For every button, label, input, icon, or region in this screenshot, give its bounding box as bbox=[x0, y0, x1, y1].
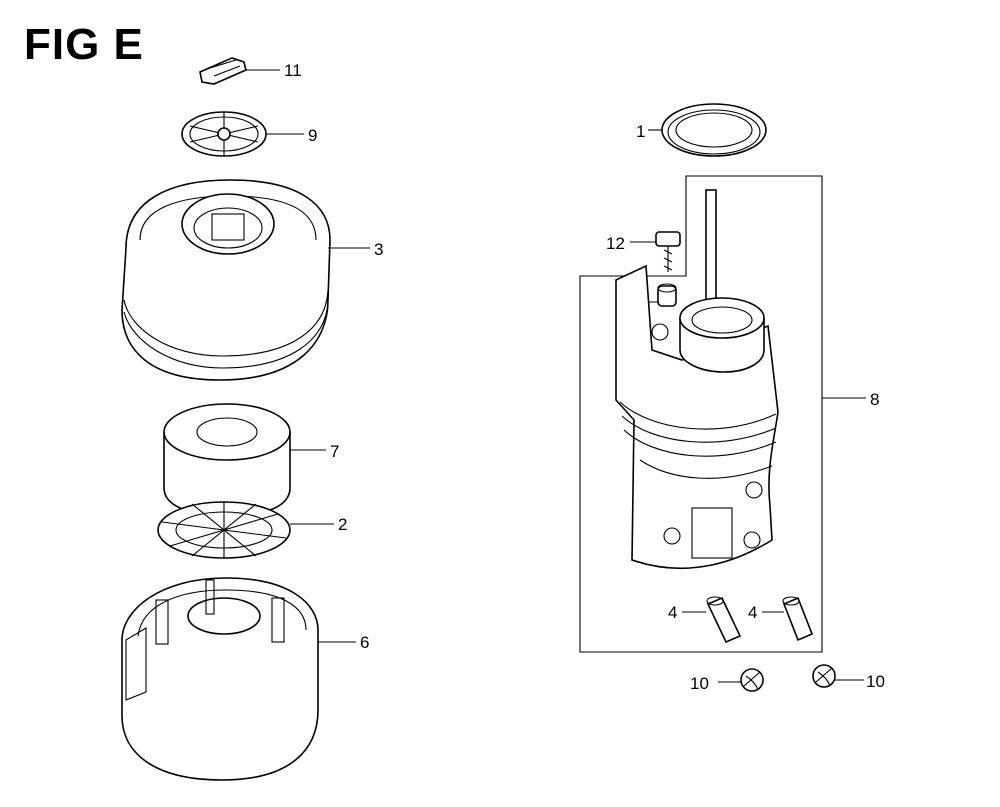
part-4-tube-left: 4 bbox=[668, 596, 742, 644]
callout-8: 8 bbox=[870, 390, 879, 409]
part-12-bolt: 12 bbox=[606, 231, 681, 272]
callout-3: 3 bbox=[374, 240, 383, 259]
callout-7: 7 bbox=[330, 442, 339, 461]
part-11-clip: 11 bbox=[199, 57, 302, 85]
callout-1: 1 bbox=[636, 122, 645, 141]
part-4-tube-right: 4 bbox=[748, 596, 814, 642]
part-10-clip-left: 10 bbox=[690, 668, 764, 693]
part-6-case: 6 bbox=[121, 577, 369, 781]
callout-10b: 10 bbox=[866, 672, 885, 691]
callout-11: 11 bbox=[284, 61, 302, 80]
callout-9: 9 bbox=[308, 126, 317, 145]
part-1-gasket: 1 bbox=[636, 103, 767, 157]
part-8-bracket: 8 bbox=[579, 175, 879, 653]
part-7-element: 7 bbox=[163, 403, 339, 517]
callout-4a: 4 bbox=[668, 603, 677, 622]
figure-title: FIG E bbox=[24, 20, 144, 69]
part-10-clip-right: 10 bbox=[812, 664, 885, 691]
callout-4b: 4 bbox=[748, 603, 757, 622]
callout-6: 6 bbox=[360, 633, 369, 652]
part-3-cover: 3 bbox=[121, 179, 383, 381]
callout-2: 2 bbox=[338, 515, 347, 534]
part-9-plate: 9 bbox=[181, 111, 317, 157]
part-2-grid: 2 bbox=[157, 501, 347, 559]
part-8-elbow bbox=[615, 189, 779, 570]
callout-12: 12 bbox=[606, 234, 625, 253]
callout-10a: 10 bbox=[690, 674, 709, 693]
